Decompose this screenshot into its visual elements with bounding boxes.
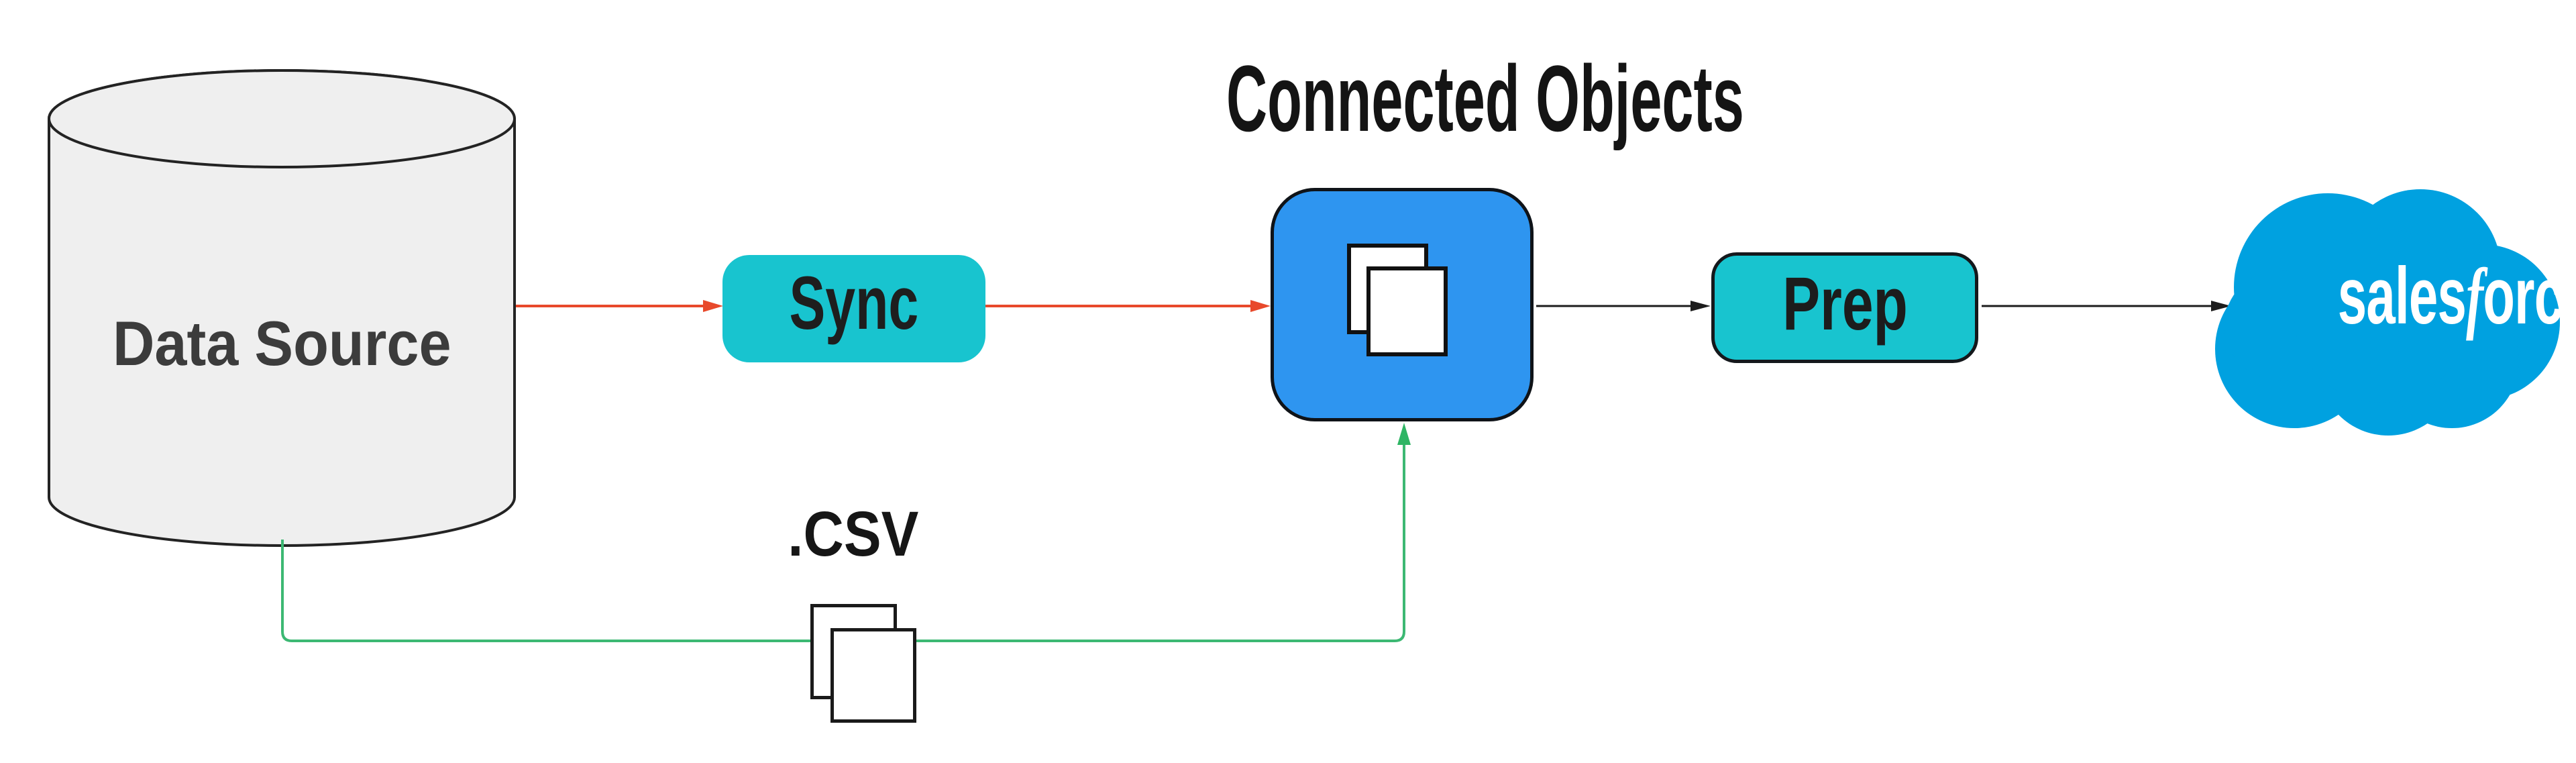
black-arrowhead-icon <box>2211 301 2231 311</box>
diagram-title: Connected Objects <box>1226 46 1744 151</box>
prep-node <box>1711 252 1978 363</box>
csv-file-label: .CSV <box>788 499 919 570</box>
black-arrowhead-icon <box>1690 301 1711 311</box>
salesforce-cloud <box>2215 189 2560 436</box>
document-front-icon <box>830 628 916 723</box>
document-front-icon <box>1366 266 1448 356</box>
arrow-datasource-to-sync <box>516 300 723 312</box>
red-arrowhead-icon <box>703 300 723 312</box>
connected-objects-node <box>1271 188 1534 421</box>
arrow-prep-to-salesforce <box>1982 301 2231 311</box>
sync-node <box>722 255 985 362</box>
data-source-cylinder <box>48 69 516 547</box>
data-source-label: Data Source <box>112 308 451 378</box>
salesforce-logo-text: salesforce <box>2337 251 2576 341</box>
arrow-sync-to-connected-objects <box>985 300 1271 312</box>
arrow-connected-objects-to-prep <box>1536 301 1711 311</box>
sync-label: Sync <box>789 261 919 345</box>
red-arrowhead-icon <box>1250 300 1271 312</box>
green-arrowhead-icon <box>1397 423 1411 445</box>
prep-label: Prep <box>1782 262 1908 346</box>
